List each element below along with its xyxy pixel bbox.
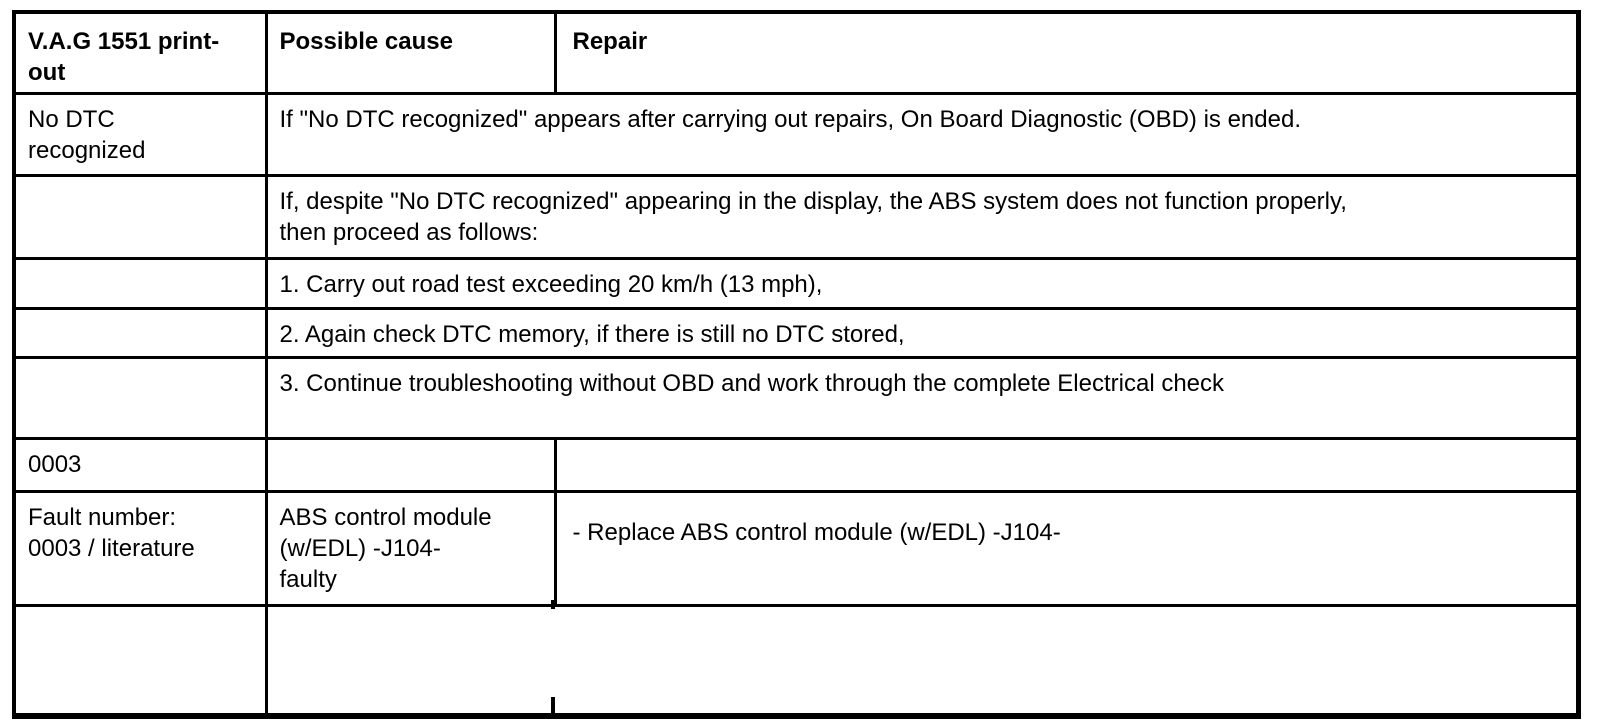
cell-printout-no-dtc: No DTC recognized bbox=[12, 92, 268, 177]
cell-repair-empty bbox=[555, 604, 1580, 717]
cell-note-step2: 2. Again check DTC memory, if there is s… bbox=[264, 307, 1580, 359]
cell-printout-fault-number: Fault number: 0003 / literature bbox=[12, 490, 268, 607]
cell-repair-empty bbox=[553, 437, 1580, 493]
cell-note-proceed: If, despite "No DTC recognized" appearin… bbox=[264, 174, 1580, 260]
partial-border-stub-top bbox=[551, 600, 555, 609]
cell-note-step3: 3. Continue troubleshooting without OBD … bbox=[264, 356, 1580, 440]
header-printout: V.A.G 1551 print- out bbox=[12, 10, 268, 95]
cell-note-step1: 1. Carry out road test exceeding 20 km/h… bbox=[264, 257, 1580, 310]
table-header-row: V.A.G 1551 print- out Possible cause Rep… bbox=[12, 10, 1580, 95]
table-row: 1. Carry out road test exceeding 20 km/h… bbox=[12, 257, 1580, 310]
cell-printout-empty bbox=[12, 604, 268, 717]
table-row: 2. Again check DTC memory, if there is s… bbox=[12, 307, 1580, 359]
partial-border-stub-bottom bbox=[551, 697, 555, 718]
header-possible-cause: Possible cause bbox=[264, 10, 557, 95]
diagnostic-table: V.A.G 1551 print- out Possible cause Rep… bbox=[12, 10, 1581, 719]
cell-printout-empty bbox=[12, 174, 268, 260]
cell-printout-empty bbox=[12, 307, 268, 359]
table-row bbox=[12, 604, 1580, 717]
table-row: Fault number: 0003 / literature ABS cont… bbox=[12, 490, 1580, 607]
table-row: No DTC recognized If "No DTC recognized"… bbox=[12, 92, 1580, 177]
cell-cause-empty bbox=[264, 437, 557, 493]
cell-printout-empty bbox=[12, 257, 268, 310]
cell-printout-empty bbox=[12, 356, 268, 440]
cell-repair-replace-module: - Replace ABS control module (w/EDL) -J1… bbox=[553, 490, 1580, 607]
table-row: 3. Continue troubleshooting without OBD … bbox=[12, 356, 1580, 440]
cell-note-obd-ended: If "No DTC recognized" appears after car… bbox=[264, 92, 1580, 177]
cell-printout-0003: 0003 bbox=[12, 437, 268, 493]
header-repair: Repair bbox=[553, 10, 1580, 95]
table-row: 0003 bbox=[12, 437, 1580, 493]
cell-cause-empty bbox=[264, 604, 555, 717]
cell-cause-abs-module: ABS control module (w/EDL) -J104- faulty bbox=[264, 490, 557, 607]
table-row: If, despite "No DTC recognized" appearin… bbox=[12, 174, 1580, 260]
